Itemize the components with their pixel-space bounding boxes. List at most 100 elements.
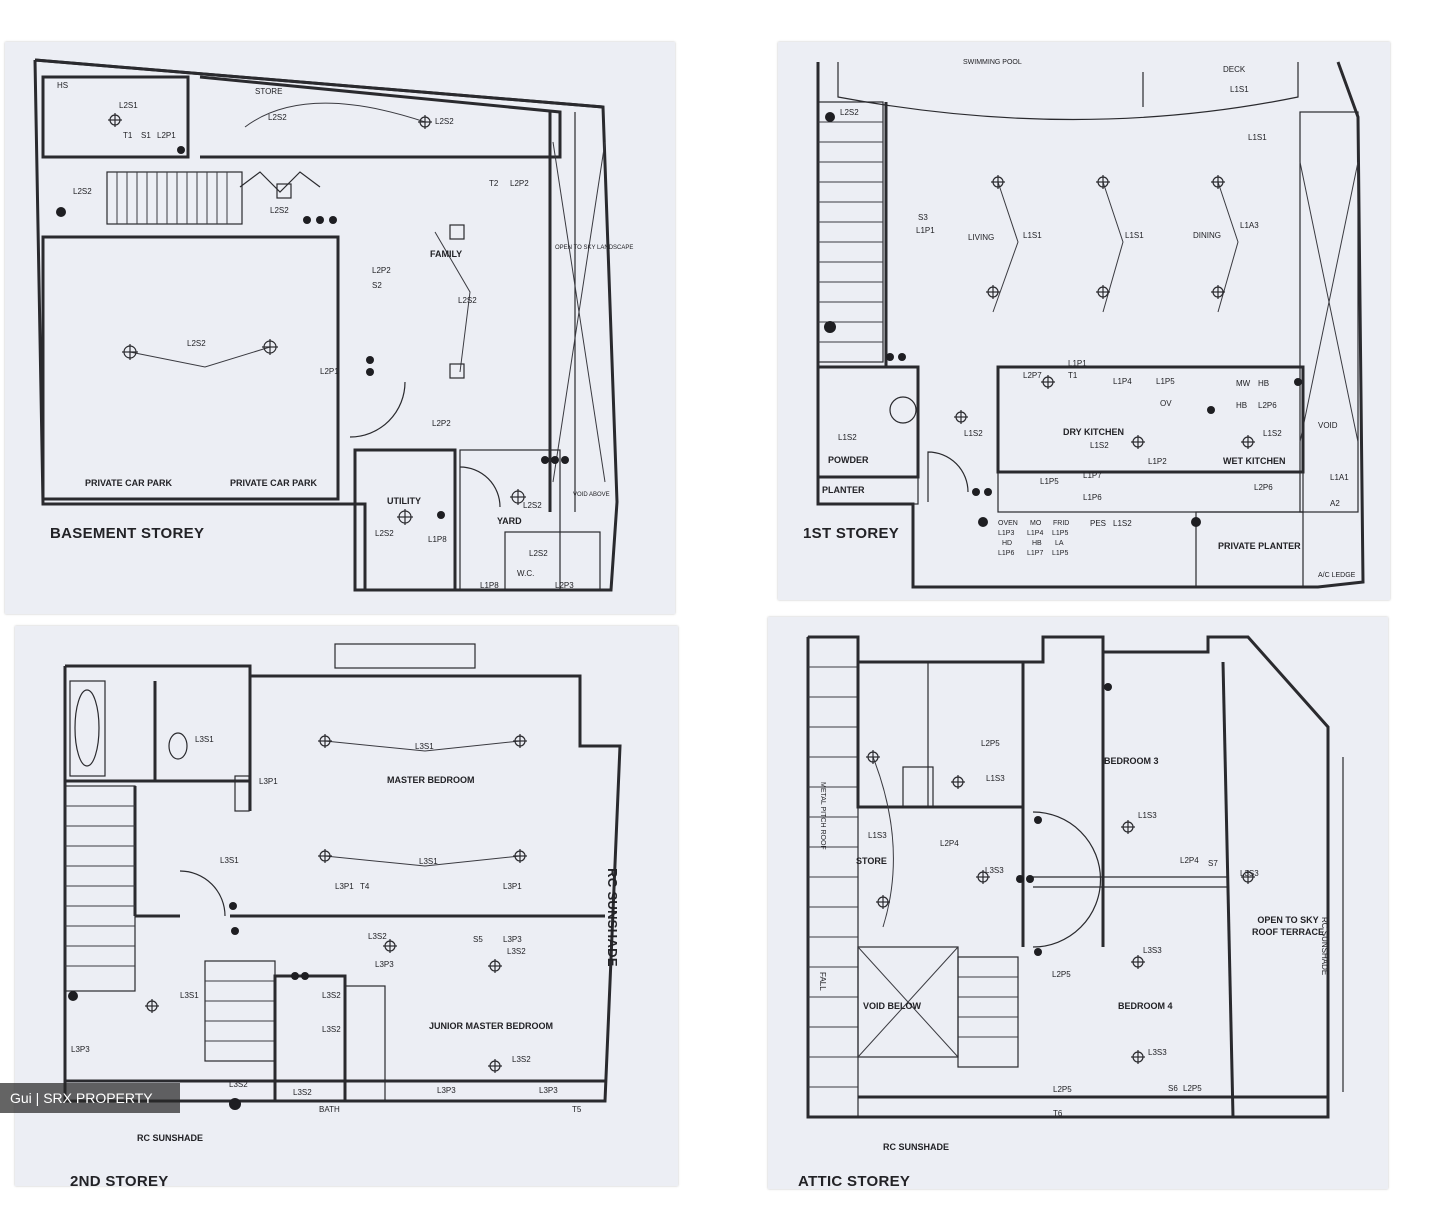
circuit-tag: L3P1 [259, 777, 278, 786]
room-label-rc-sunshade-bottom: RC SUNSHADE [883, 1142, 950, 1152]
circuit-tag: L1S2 [1090, 441, 1109, 450]
circuit-tag: L2P4 [940, 839, 959, 848]
circuit-tag: L2P5 [1052, 970, 1071, 979]
circuit-tag: L3S1 [180, 991, 199, 1000]
plan-title-attic: ATTIC STOREY [798, 1173, 911, 1189]
room-label-car-park-1: PRIVATE CAR PARK [85, 478, 173, 488]
room-label-car-park-2: PRIVATE CAR PARK [230, 478, 318, 488]
circuit-tag: L1A3 [1240, 221, 1259, 230]
circuit-tag: HB [1032, 540, 1042, 547]
circuit-tag: L2S2 [73, 187, 92, 196]
circuit-tag: L1S1 [1023, 231, 1042, 240]
circuit-tag: L1A1 [1330, 473, 1349, 482]
circuit-tag: L3P1 [335, 882, 354, 891]
room-label-rc-sunshade-side: RC SUNSHADE [604, 868, 620, 967]
circuit-tag: L2S2 [268, 113, 287, 122]
circuit-tag: L1S2 [1263, 429, 1282, 438]
circuit-tag: L1S3 [868, 831, 887, 840]
room-label-dining: DINING [1193, 231, 1221, 240]
circuit-tag: S5 [473, 935, 483, 944]
room-label-bedroom-4: BEDROOM 4 [1118, 1001, 1173, 1011]
first-plan-drawing [816, 61, 1365, 589]
circuit-tag: L1P1 [1068, 359, 1087, 368]
circuit-tag: L3S1 [415, 742, 434, 751]
circuit-tag: T6 [1053, 1109, 1063, 1118]
circuit-tag: L3S1 [195, 735, 214, 744]
circuit-tag: L3P1 [503, 882, 522, 891]
circuit-tag: A2 [1330, 499, 1340, 508]
circuit-tag: L2P3 [555, 581, 574, 590]
circuit-tag: L3S2 [322, 991, 341, 1000]
room-label-store: STORE [856, 856, 887, 866]
circuit-tag: L1S3 [1138, 811, 1157, 820]
circuit-tag: L1P5 [1040, 477, 1059, 486]
circuit-tag: L2P2 [372, 266, 391, 275]
circuit-tag: L3S3 [1148, 1048, 1167, 1057]
circuit-tag: L1S1 [1230, 85, 1249, 94]
circuit-tag: S2 [372, 281, 382, 290]
circuit-tag: L2S1 [119, 101, 138, 110]
circuit-tag: L1S1 [1248, 133, 1267, 142]
room-label-wet-kitchen: WET KITCHEN [1223, 456, 1286, 466]
circuit-tag: L2P5 [1183, 1084, 1202, 1093]
circuit-tag: L1P6 [1083, 493, 1102, 502]
circuit-tag: L3S2 [512, 1055, 531, 1064]
circuit-tag: L3S2 [322, 1025, 341, 1034]
circuit-tag: L2S2 [523, 501, 542, 510]
room-label-wc: W.C. [517, 569, 535, 578]
circuit-tag: L1P7 [1027, 550, 1044, 557]
circuit-tag: L3P3 [539, 1086, 558, 1095]
circuit-tag: L3S2 [507, 947, 526, 956]
circuit-tag: L1S2 [838, 433, 857, 442]
room-label-rc-sunshade-bottom: RC SUNSHADE [137, 1133, 204, 1143]
circuit-tag: L2P6 [1254, 483, 1273, 492]
basement-storey-plan: HS STORE FAMILY OPEN TO SKY LANDSCAPE PR… [5, 42, 675, 614]
circuit-tag: L3S3 [1143, 946, 1162, 955]
circuit-tag: L1P5 [1052, 530, 1069, 537]
circuit-tag: HD [1002, 540, 1013, 547]
circuit-tag: L3S2 [368, 932, 387, 941]
circuit-tag: L2P5 [981, 739, 1000, 748]
room-label-swimming-pool: SWIMMING POOL [963, 59, 1022, 66]
circuit-tag: S7 [1208, 859, 1218, 868]
circuit-tag: L1P7 [1083, 471, 1102, 480]
circuit-tag: T1 [1068, 371, 1078, 380]
circuit-tag: L1P6 [998, 550, 1015, 557]
circuit-tag: L2S2 [187, 339, 206, 348]
circuit-tag: L2S2 [435, 117, 454, 126]
room-label-junior-master-bedroom: JUNIOR MASTER BEDROOM [429, 1021, 554, 1031]
circuit-tag: L1P4 [1113, 377, 1132, 386]
circuit-tag: S6 [1168, 1084, 1178, 1093]
circuit-tag: L1P1 [916, 226, 935, 235]
circuit-tag: L2P7 [1023, 371, 1042, 380]
room-label-dry-kitchen: DRY KITCHEN [1063, 427, 1125, 437]
circuit-tag: T5 [572, 1105, 582, 1114]
room-label-living: LIVING [968, 233, 995, 242]
room-label-fall: FALL [818, 972, 827, 991]
circuit-tag: L2P2 [510, 179, 529, 188]
circuit-tag: L2S2 [375, 529, 394, 538]
circuit-tag: L1P8 [480, 581, 499, 590]
room-label-open-to-sky-landscape: OPEN TO SKY LANDSCAPE [555, 245, 634, 251]
circuit-tag: OV [1160, 399, 1172, 408]
circuit-tag: L3P3 [503, 935, 522, 944]
second-plan-drawing [63, 643, 622, 1110]
room-label-void-below: VOID BELOW [863, 1001, 921, 1011]
circuit-tag: T4 [360, 882, 370, 891]
circuit-tag: L2P2 [432, 419, 451, 428]
circuit-tag: MW [1236, 379, 1251, 388]
circuit-tag: T2 [489, 179, 499, 188]
circuit-tag: L2P1 [157, 131, 176, 140]
plan-title-first: 1ST STOREY [803, 525, 900, 542]
room-label-rc-sunshade-side: RC SUNSHADE [1320, 917, 1329, 976]
circuit-tag: L1P3 [998, 530, 1015, 537]
circuit-tag: T1 [123, 131, 133, 140]
room-label-planter: PLANTER [822, 485, 865, 495]
watermark-label: Gui | SRX PROPERTY [0, 1083, 180, 1113]
room-label-open-to-sky-roof-terrace: OPEN TO SKY ROOF TERRACE [1252, 915, 1324, 937]
circuit-tag: L1S2 [964, 429, 983, 438]
room-label-store: STORE [255, 87, 283, 96]
attic-plan-drawing [806, 635, 1344, 1119]
circuit-tag: L3S2 [293, 1088, 312, 1097]
room-label-yard: YARD [497, 516, 522, 526]
